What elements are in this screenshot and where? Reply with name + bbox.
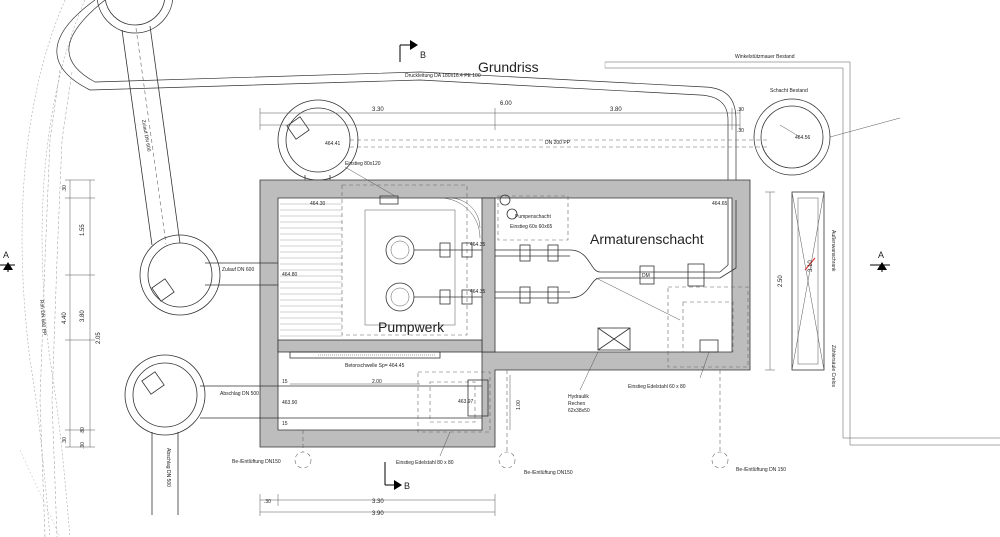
dim-bot-330: 3.30 — [372, 499, 384, 505]
edelstahl-bottom-label: Einstieg Edelstahl 80 x 80 — [396, 460, 454, 466]
beton-label: Betonschwelle Sp= 464.45 — [345, 363, 405, 369]
outlet-level: 463.90 — [282, 400, 298, 406]
pumpwerk-floor-hatch — [280, 203, 342, 337]
manhole-left-middle — [139, 234, 221, 316]
dim-left-440: 4.40 — [62, 312, 68, 324]
dim-right-310: 3.10 — [808, 260, 814, 272]
outlet-chamber: 463.97 Einstieg Edelstahl 80 x 80 — [200, 371, 491, 466]
beton-threshold: Betonschwelle Sp= 464.45 — [289, 351, 441, 369]
outlet-vertical-label: Abschlag DN 500 — [165, 448, 171, 487]
vent-pipes: Be-/Entlüftung DN150 Be-/Entlüftung DN15… — [232, 370, 786, 476]
dim-left-30a: .30 — [62, 185, 68, 192]
dn200-label: DN 200 PP — [545, 140, 571, 146]
existing-cabinet: Außenwanschrank Zählersäule Crelos — [791, 191, 836, 387]
dim-bot-390: 3.90 — [372, 511, 384, 517]
retaining-wall-label: Winkelstützmauer Bestand — [735, 54, 795, 60]
inlet-label: Zulauf DN 600 — [222, 267, 254, 273]
section-a-left-label: A — [3, 250, 9, 260]
dim-left-80: .80 — [80, 427, 86, 434]
vent-label-2: Be-/Entlüftung DN150 — [524, 470, 573, 476]
dim-top-600: 6.00 — [500, 101, 512, 107]
edelstahl-right-label: Einstieg Edelstahl 60 x 80 — [628, 384, 686, 390]
manhole-top-left — [96, 0, 174, 34]
dimension-lines — [65, 108, 775, 516]
building-structure — [259, 179, 751, 448]
existing-manhole: Schacht Bestand 464.56 — [753, 88, 901, 176]
dim-left-205: 2.05 — [96, 332, 102, 344]
section-b-bottom-label: B — [404, 481, 410, 491]
pump-stair — [439, 197, 481, 239]
vent-label-3: Be-/Entlüftung DN 150 — [736, 467, 786, 473]
dim-bot-30: .30 — [264, 499, 271, 505]
inlet-pipe-diagonal: Zulauf DN 600 — [121, 25, 181, 246]
dim-inner-15a: 15 — [282, 379, 288, 385]
hydraulik-label-3: 62x38x50 — [568, 408, 590, 414]
dim-top-30b: .30 — [737, 128, 744, 134]
pump-level-2: 464.35 — [470, 289, 486, 295]
existing-retaining-wall: Winkelstützmauer Bestand — [604, 54, 1000, 446]
dim-left-30b: .30 — [62, 437, 68, 444]
pressure-pipe: Druckleitung DA 180x16.4 PE 100 Roh DN 6… — [38, 0, 737, 537]
existing-manhole-label: Schacht Bestand — [770, 88, 808, 94]
dim-left-155: 1.55 — [80, 224, 86, 236]
well-top-level: 464.41 — [325, 141, 341, 147]
inner-level: 463.97 — [458, 399, 474, 405]
left-vertical-pipe-label: Roh DN 600 PP — [38, 300, 47, 337]
pump-chamber: 464.35 464.35 Einstieg 80x120 Pumpwerk — [341, 161, 486, 336]
dim-inner-15b: 15 — [282, 421, 288, 427]
hydraulik-box: Hydraulik Rechen 62x38x50 — [568, 327, 631, 414]
vent-label-1: Be-/Entlüftung DN150 — [232, 459, 281, 465]
edge-level-2: 464.65 — [712, 201, 728, 207]
section-marker-b-bottom: B — [384, 462, 410, 491]
dm-label: DM — [642, 273, 650, 279]
dim-left-30c: .30 — [80, 442, 86, 449]
hydraulik-label-2: Rechen — [568, 401, 585, 407]
section-marker-a-right: A — [870, 250, 890, 272]
outer-wall-label: Außenwanschrank — [830, 230, 836, 272]
dn200-pipe: DN 200 PP — [350, 139, 770, 148]
inlet-vertical-label: Zulauf DN 600 — [140, 119, 152, 152]
section-b-top-label: B — [420, 50, 426, 60]
inlet-level: 464.80 — [282, 272, 298, 278]
hydraulik-label-1: Hydraulik — [568, 394, 589, 400]
outlet-label: Abschlag DN 500 — [220, 391, 259, 397]
drawing-title: Grundriss — [478, 59, 539, 75]
dim-right-250: 2.50 — [778, 275, 784, 287]
dim-top-30a: .30 — [737, 107, 744, 113]
valve-assembly: DM Pumpenschacht Einstieg 60x 60x65 Arma… — [495, 194, 737, 321]
section-a-right-label: A — [878, 250, 884, 260]
dim-top-380: 3.80 — [610, 107, 622, 113]
pump-hatch-label-2: Einstieg 60x 60x65 — [510, 224, 552, 230]
pump-hatch-label-1: Pumpenschacht — [515, 214, 551, 220]
pumpwerk-label: Pumpwerk — [378, 319, 445, 335]
edge-level-1: 464.30 — [310, 201, 326, 207]
dim-left-380: 3.80 — [80, 310, 86, 322]
dimension-texts: 3.30 6.00 3.80 .30 .30 .30 1.55 4.40 3.8… — [62, 101, 814, 517]
manhole-left-lower: Abschlag DN 500 463.90 Abschlag DN 500 — [124, 354, 298, 515]
dim-inner-200: 2.00 — [372, 379, 382, 385]
section-marker-b-top: B — [399, 40, 426, 62]
existing-manhole-level: 464.56 — [795, 135, 811, 141]
section-marker-a-left: A — [0, 250, 15, 272]
dim-top-330: 3.30 — [372, 107, 384, 113]
hatch-top-label: Einstieg 80x120 — [345, 161, 381, 167]
inlet-pipe-horizontal: Zulauf DN 600 464.80 — [205, 262, 298, 286]
pressure-pipe-label: Druckleitung DA 180x16.4 PE 100 — [405, 73, 481, 79]
dim-inner-100: 1.00 — [516, 400, 522, 410]
cover-label: Zählersäule Crelos — [830, 345, 836, 387]
site-boundary-left — [19, 0, 86, 537]
pump-level-1: 464.35 — [470, 242, 486, 248]
edelstahl-right-hatch: Einstieg Edelstahl 60 x 80 — [628, 286, 749, 390]
armaturenschacht-label: Armaturenschacht — [590, 231, 704, 247]
